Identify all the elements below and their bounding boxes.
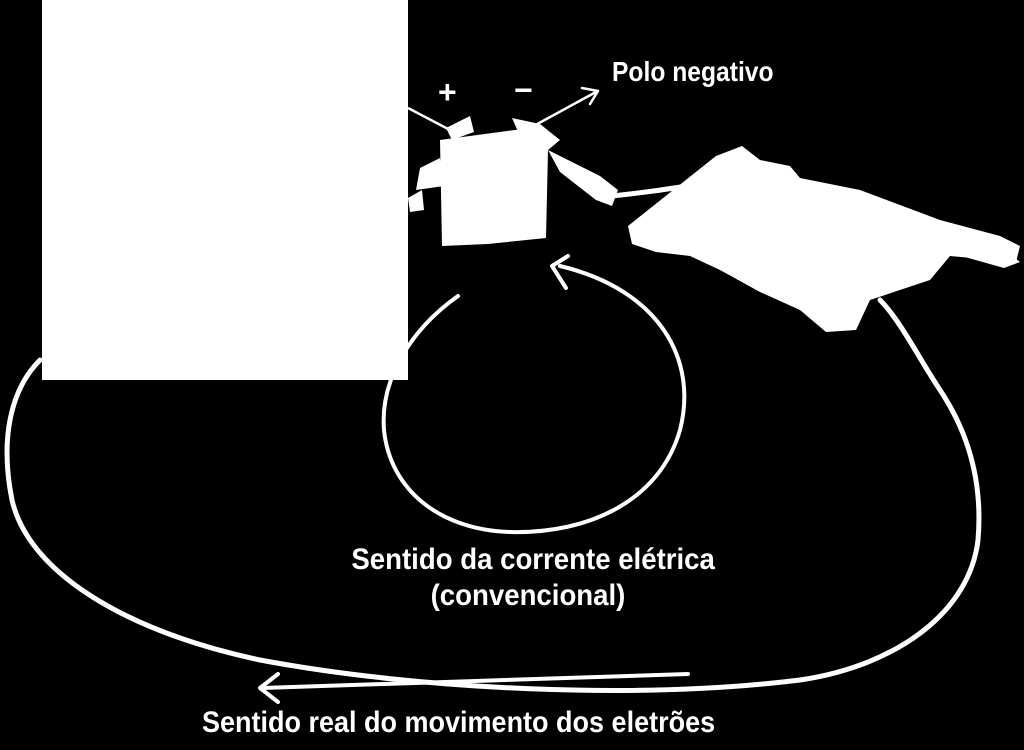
electron-direction-arrow [260, 672, 690, 690]
plus-pointer-line [407, 106, 451, 132]
battery-clip-left [408, 116, 474, 212]
device [628, 146, 1020, 332]
current-direction-line2: (convencional) [430, 579, 626, 612]
minus-pointer-line [529, 90, 597, 130]
battery [440, 128, 548, 246]
negative-sign-label: − [514, 72, 533, 108]
current-arrowhead [550, 254, 570, 290]
current-direction-label: Sentido da corrente elétrica (convencion… [351, 545, 715, 612]
electron-direction-label: Sentido real do movimento dos eletrões [202, 706, 716, 739]
negative-pole-arrowhead [580, 86, 600, 106]
white-panel [42, 0, 408, 380]
electron-arrowhead [258, 672, 280, 704]
negative-pole-label: Polo negativo [612, 56, 774, 87]
current-direction-arrow [381, 264, 687, 535]
device-cable [940, 238, 1020, 268]
circuit-wire [4, 297, 982, 693]
positive-sign-label: + [438, 74, 457, 110]
current-direction-line1: Sentido da corrente elétrica [351, 543, 715, 576]
battery-clip-right [512, 118, 618, 206]
